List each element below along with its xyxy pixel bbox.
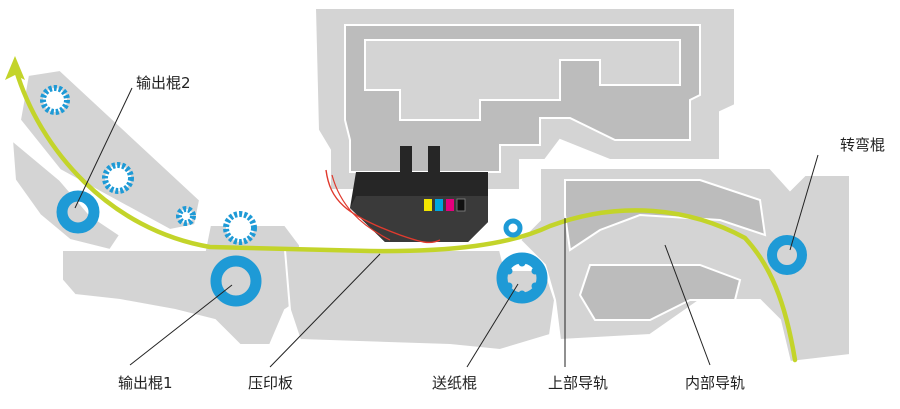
leader-lines	[74, 87, 819, 368]
leader-platen	[269, 253, 381, 368]
printer-housing	[10, 7, 851, 364]
label-platen: 压印板	[248, 374, 294, 392]
gear-top	[40, 85, 70, 115]
gears	[40, 85, 257, 245]
ink-yellow	[424, 199, 432, 211]
rollers	[56, 190, 807, 307]
ink-black	[456, 198, 466, 212]
leader-output-roller-2	[74, 87, 133, 209]
turn-roller	[767, 235, 807, 275]
label-upper-guide: 上部导轨	[548, 374, 609, 392]
leader-turn-roller	[789, 154, 819, 251]
paper-path-arrowhead	[5, 56, 25, 80]
leader-inner-guide	[664, 244, 711, 366]
feed-roller-holes	[505, 259, 539, 298]
paper-path	[13, 67, 798, 363]
feed-roller	[496, 252, 548, 304]
label-output-roller-1: 输出棍1	[118, 374, 173, 392]
gear-output-1	[223, 211, 257, 245]
upper-frame-rib	[364, 39, 681, 121]
label-turn-roller: 转弯棍	[840, 136, 886, 154]
print-carriage	[325, 146, 488, 244]
label-output-roller-2: 输出棍2	[136, 74, 191, 92]
ink-magenta	[446, 199, 454, 211]
guide-assembly-cutout	[564, 179, 767, 252]
ribbon-cable-2	[331, 174, 391, 241]
ink-cyan	[435, 199, 443, 211]
output-roller-1	[210, 255, 262, 307]
gear-small	[176, 206, 196, 226]
label-feed-roller: 送纸棍	[432, 374, 478, 392]
pinch-roller	[503, 218, 523, 238]
leader-output-roller-1	[129, 284, 233, 366]
cartridge-face	[350, 196, 488, 242]
gear-middle	[102, 162, 134, 194]
label-inner-guide: 内部导轨	[685, 374, 746, 392]
output-roller-2	[56, 190, 100, 234]
output-tray	[18, 68, 202, 232]
leader-feed-roller	[466, 283, 519, 368]
guide-lower-cutout	[578, 264, 742, 321]
ribbon-cable	[325, 169, 441, 244]
